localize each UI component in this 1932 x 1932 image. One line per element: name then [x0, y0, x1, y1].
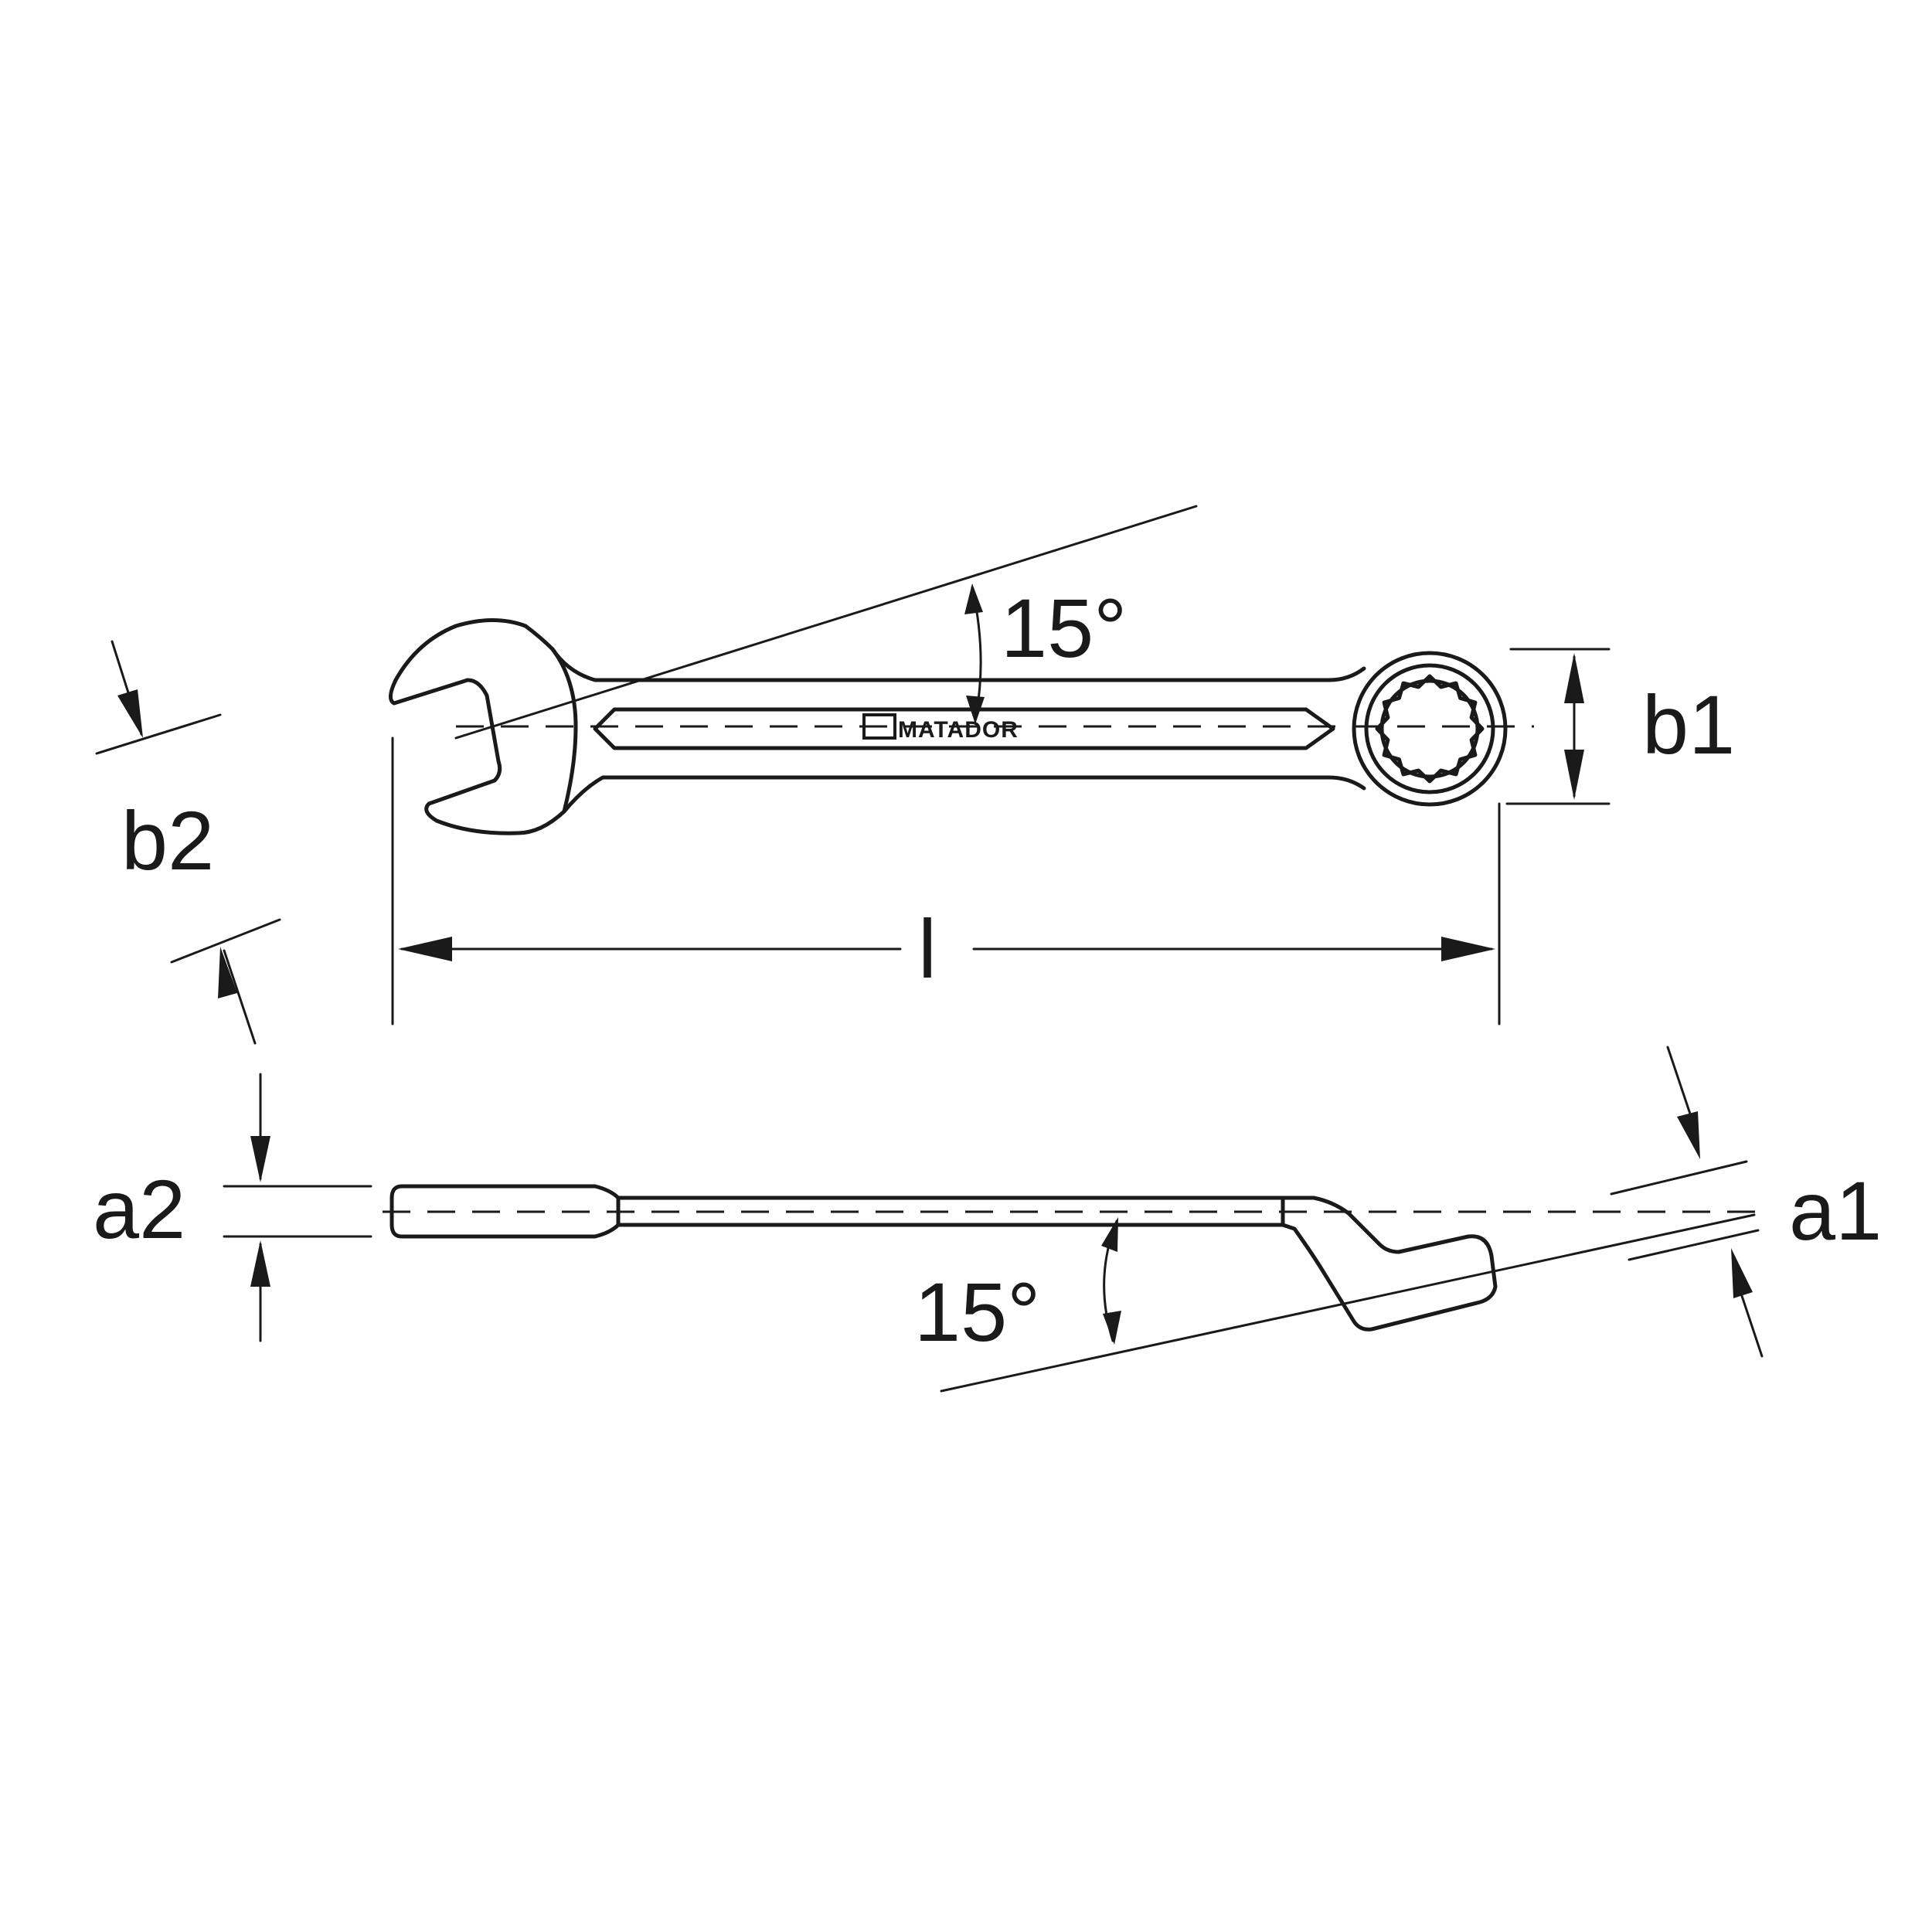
top-angle-label: 15°	[1001, 581, 1127, 675]
b2-label: b2	[121, 794, 214, 887]
ring-end-opening	[1379, 679, 1480, 779]
top-angle-arrow-lower	[966, 696, 985, 724]
ring-end-inner	[1364, 663, 1495, 794]
open-end-jaw	[465, 678, 501, 764]
open-end-neck	[550, 647, 578, 814]
ring-end-teeth-profile	[1375, 674, 1485, 784]
bottom-angle-label: 15°	[914, 1265, 1040, 1359]
length-label: l	[918, 902, 937, 995]
b2-dimension: b2	[95, 640, 281, 1045]
open-end-head-lower	[424, 759, 1366, 835]
a2-label: a2	[93, 1162, 185, 1256]
a1-dimension: a1	[1610, 1046, 1882, 1358]
top-angle-reference-line	[454, 505, 1198, 740]
open-end-head-outline	[389, 618, 1366, 706]
a2-dimension: a2	[93, 1073, 372, 1342]
bottom-angle-arrow-upper	[1101, 1217, 1118, 1252]
top-angle-arrow-upper	[964, 583, 983, 614]
shank-recess	[593, 707, 1335, 750]
length-dimension: l	[391, 736, 1501, 1026]
side-open-end	[389, 1184, 621, 1239]
a1-label: a1	[1789, 1164, 1882, 1257]
bottom-angle-reference-line	[940, 1213, 1756, 1393]
brand-logo-text: MATADOR	[898, 717, 1019, 743]
ring-end-outer	[1352, 651, 1508, 807]
side-ring-end	[1281, 1196, 1498, 1332]
bottom-angle-arrow-lower	[1103, 1311, 1121, 1345]
b1-label: b1	[1642, 678, 1735, 771]
ring-end-teeth	[1375, 674, 1485, 784]
b1-dimension: b1	[1505, 648, 1735, 805]
wrench-top-view: MATADOR	[389, 618, 1508, 835]
